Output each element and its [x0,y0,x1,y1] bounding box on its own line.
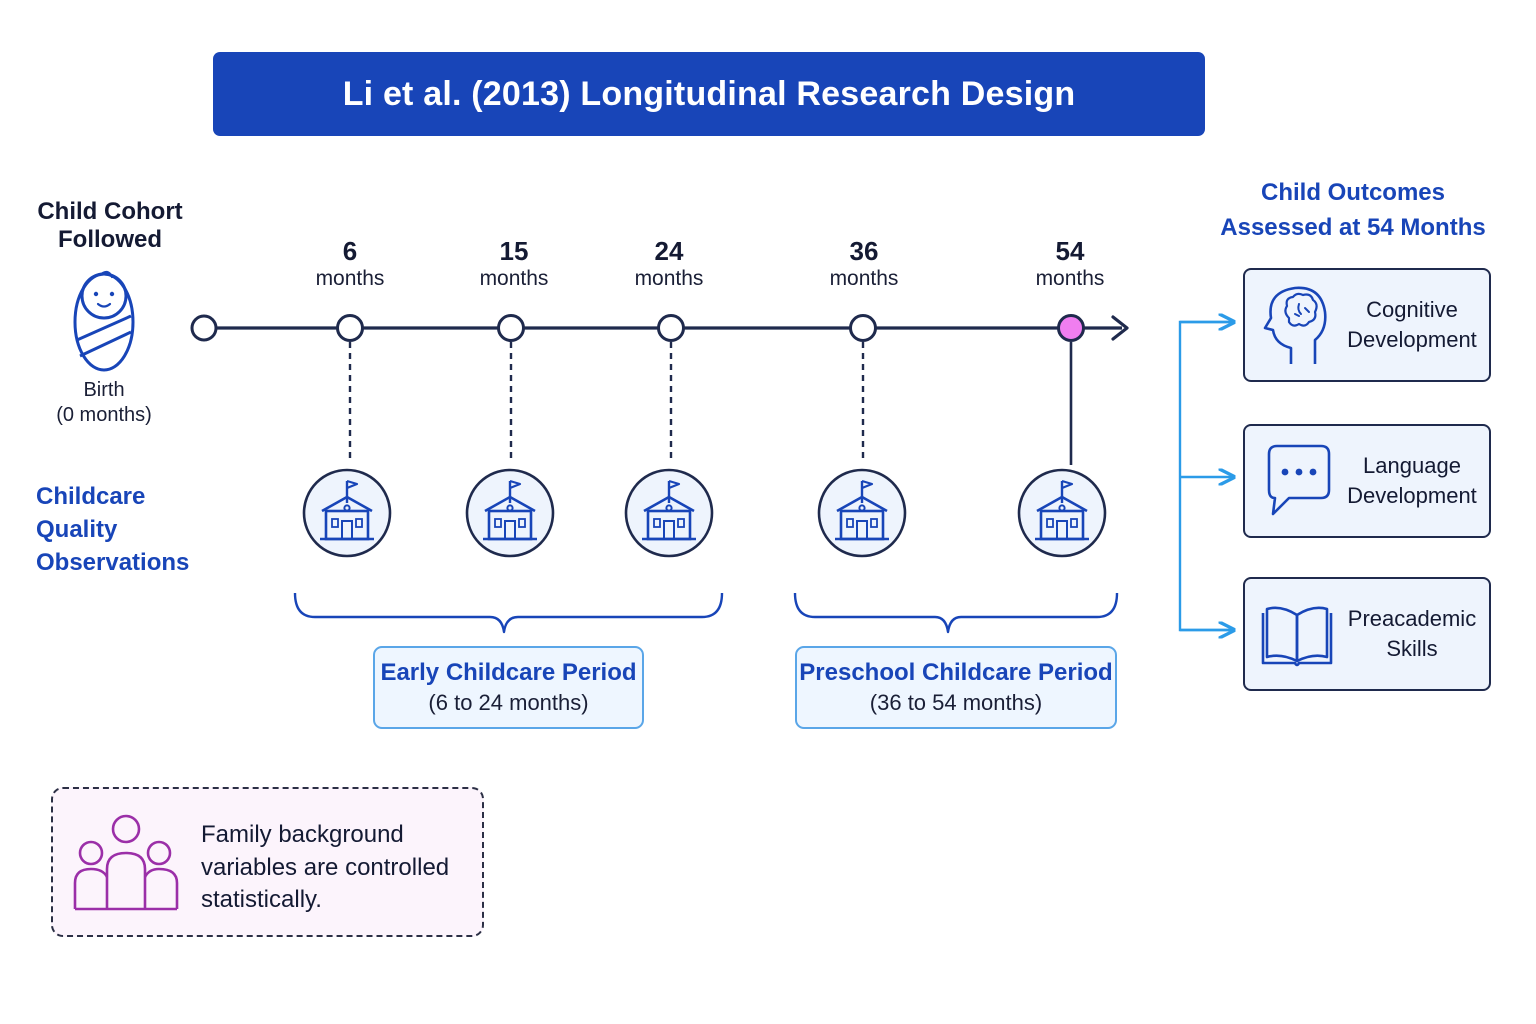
observation-36 [817,468,907,558]
observation-54 [1017,468,1107,558]
title-banner: Li et al. (2013) Longitudinal Research D… [213,52,1205,136]
brain-head-icon [1263,286,1327,364]
early-period-brace [293,592,724,634]
timepoint-label-15: 15 months [479,236,549,290]
baby-icon [73,270,135,372]
preschool-period-brace [793,592,1119,634]
family-icon [73,814,179,911]
period-range: (6 to 24 months) [428,689,589,715]
timeline-node-6 [336,314,364,342]
cohort-title: Child Cohort Followed [37,198,183,254]
birth-label: Birth (0 months) [56,379,152,426]
timeline-node-birth [190,314,218,342]
outcomes-title: Child Outcomes Assessed at 54 Months [1220,179,1486,241]
family-background-note: Family background variables are controll… [51,787,484,937]
timeline-node-54 [1057,314,1085,342]
open-book-icon [1261,606,1333,667]
quality-observations-label: Childcare Quality Observations [36,483,190,577]
observation-15 [465,468,555,558]
timepoint-label-54: 54 months [1035,236,1105,290]
early-childcare-period-box: Early Childcare Period (6 to 24 months) [373,646,644,729]
timepoint-label-36: 36 months [829,236,899,290]
timeline-node-15 [497,314,525,342]
note-text: Family background variables are controll… [201,821,450,914]
period-name: Early Childcare Period [380,658,637,686]
diagram-title: Li et al. (2013) Longitudinal Research D… [342,74,1076,113]
preschool-childcare-period-box: Preschool Childcare Period (36 to 54 mon… [795,646,1117,729]
timepoint-label-24: 24 months [634,236,704,290]
speech-bubble-icon [1267,444,1331,516]
period-range: (36 to 54 months) [869,689,1043,715]
timeline-node-36 [849,314,877,342]
timepoint-label-6: 6 months [315,236,385,290]
timeline-arrowhead [1111,315,1129,341]
observation-24 [624,468,714,558]
observation-6 [302,468,392,558]
timeline-node-24 [657,314,685,342]
period-name: Preschool Childcare Period [799,658,1113,686]
